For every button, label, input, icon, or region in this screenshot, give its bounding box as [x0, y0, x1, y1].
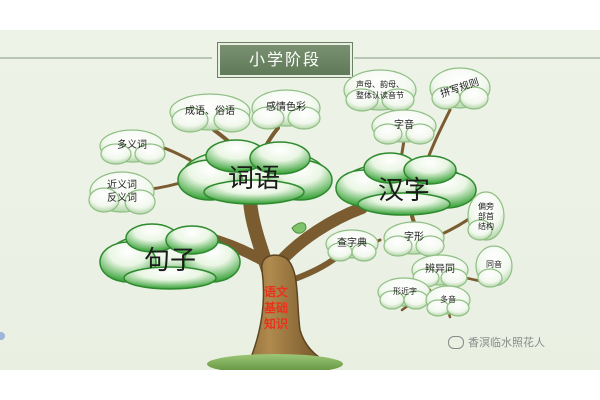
node-ciyu: 词语	[227, 164, 280, 194]
cloud-pianpang	[467, 191, 505, 241]
cloud-ciyu	[177, 139, 333, 205]
cloud-zixing	[383, 221, 445, 257]
chat-bubble-icon	[448, 335, 464, 349]
diagram-title: 小学阶段	[217, 42, 353, 78]
cloud-shengmu	[343, 69, 417, 112]
node-ziyin: 字音	[394, 120, 414, 131]
watermark: 香溟临水照花人	[448, 334, 545, 350]
grass-patch	[207, 354, 343, 370]
node-pianpang-line2: 部首	[478, 212, 494, 221]
trunk-text-line3: 知识	[263, 317, 288, 331]
cloud-duoyin	[425, 285, 471, 317]
node-shengmu-line1: 声母、韵母、	[356, 80, 404, 89]
diagram-canvas: 小学阶段	[0, 30, 600, 370]
node-jinyici: 近义词	[107, 180, 137, 191]
node-xingjinzi: 形近字	[393, 287, 417, 296]
node-fanyici: 反义词	[107, 193, 137, 204]
cloud-chazidian	[325, 229, 379, 262]
node-tongyin: 同音	[486, 260, 502, 269]
header-line-right	[354, 57, 600, 59]
node-duoyici: 多义词	[117, 140, 147, 151]
bottom-band	[0, 370, 600, 400]
trunk-text-line2: 基础	[263, 301, 288, 315]
header-line-left	[0, 57, 212, 59]
node-pianpang-line1: 偏旁	[478, 202, 494, 211]
node-juzi: 句子	[143, 246, 196, 276]
node-bianyitong: 辨异同	[425, 264, 455, 275]
node-duoyin: 多音	[440, 295, 456, 304]
cloud-jinfan	[88, 171, 156, 215]
cloud-chengyu	[169, 93, 251, 133]
cloud-duoyici	[99, 129, 166, 165]
node-ganqing-secai: 感情色彩	[266, 102, 306, 113]
node-shengmu-line2: 整体认读音节	[356, 91, 404, 100]
trunk-text-line1: 语文	[263, 285, 288, 299]
node-chazidian: 查字典	[337, 238, 367, 249]
cloud-xingjinzi	[377, 277, 431, 310]
node-hanzi: 汉字	[377, 176, 430, 206]
cloud-ziyin	[371, 109, 437, 145]
watermark-text: 香溟临水照花人	[468, 336, 545, 349]
cloud-ganqing	[251, 89, 321, 130]
cloud-pinxie	[429, 67, 491, 110]
cloud-hanzi	[335, 152, 477, 216]
knowledge-tree	[88, 67, 513, 370]
side-handle[interactable]	[0, 332, 5, 340]
node-pianpang-line3: 结构	[478, 222, 494, 231]
leaf-sprout	[291, 222, 307, 234]
cloud-juzi	[99, 223, 241, 290]
cloud-bianyitong	[411, 254, 469, 288]
cloud-tongyin	[475, 245, 513, 288]
node-chengyu-suyu: 成语、俗语	[185, 106, 235, 117]
node-zixing: 字形	[404, 232, 424, 243]
